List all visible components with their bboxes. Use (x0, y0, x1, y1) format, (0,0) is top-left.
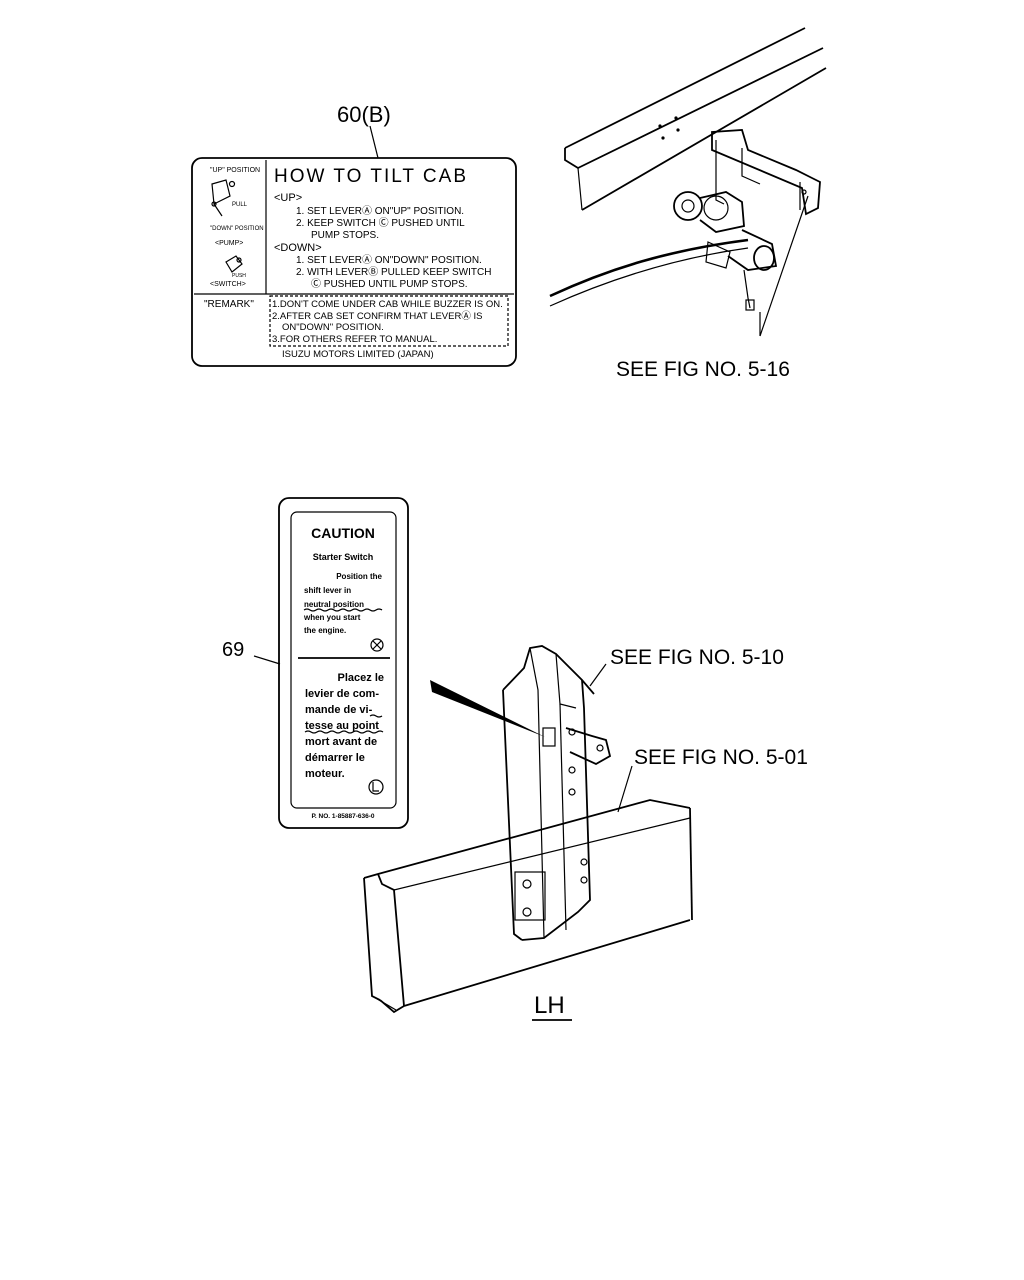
remark-heading: "REMARK" (204, 299, 254, 310)
caution-subtitle: Starter Switch (313, 552, 374, 562)
french-line-3: mande de vi- (305, 704, 373, 716)
callout-see-5-16: SEE FIG NO. 5-16 (616, 358, 790, 381)
side-label-lh: LH (534, 992, 565, 1019)
switch-icon (225, 255, 243, 273)
down-step-3: Ⓒ PUSHED UNTIL PUMP STOPS. (311, 278, 468, 290)
callout-69: 69 (222, 639, 244, 661)
down-position-text: "DOWN" POSITION (210, 226, 264, 232)
french-line-6: démarrer le (305, 752, 365, 764)
switch-text: <SWITCH> (210, 281, 246, 288)
french-line-1: Placez le (338, 672, 384, 684)
down-step-2: 2. WITH LEVERⒷ PULLED KEEP SWITCH (296, 266, 491, 278)
leader-60b (369, 125, 379, 159)
caution-title: CAUTION (311, 525, 375, 541)
caution-inner-border (290, 511, 397, 809)
leader-69 (253, 655, 281, 665)
callout-see-5-01: SEE FIG NO. 5-01 (634, 746, 808, 769)
remark-2: 2.AFTER CAB SET CONFIRM THAT LEVERⒶ IS (272, 311, 482, 322)
remark-1: 1.DON'T COME UNDER CAB WHILE BUZZER IS O… (272, 299, 503, 310)
down-heading: <DOWN> (274, 242, 322, 254)
remark-3: ON"DOWN" POSITION. (282, 322, 384, 333)
up-step-1: 1. SET LEVERⒶ ON"UP" POSITION. (296, 205, 464, 217)
down-step-1: 1. SET LEVERⒶ ON"DOWN" POSITION. (296, 254, 482, 266)
english-line-5: the engine. (304, 626, 346, 635)
up-position-text: "UP" POSITION (210, 167, 260, 174)
pillar-crossmember-drawing: SEE FIG NO. 5-10 SEE FIG NO. 5-01 LH (363, 645, 808, 1021)
up-heading: <UP> (274, 192, 302, 204)
english-line-4: when you start (303, 613, 361, 622)
callout-60b: 60(B) (337, 102, 391, 127)
english-line-2: shift lever in (304, 586, 351, 595)
english-line-1: Position the (336, 572, 382, 581)
french-line-5: mort avant de (305, 736, 377, 748)
circle-l-icon (368, 779, 384, 795)
english-line-3: neutral position (304, 600, 364, 609)
tilt-label-border (191, 157, 517, 367)
caution-part-no: P. NO. 1-85887-636-0 (311, 813, 374, 820)
french-line-7: moteur. (305, 768, 345, 780)
remark-4: 3.FOR OTHERS REFER TO MANUAL. (272, 334, 437, 345)
up-step-3: PUMP STOPS. (311, 230, 379, 241)
pump-assembly-drawing: SEE FIG NO. 5-16 (549, 27, 827, 381)
tilt-title: HOW TO TILT CAB (274, 166, 468, 187)
lever-icon (211, 179, 236, 217)
circle-x-icon (370, 638, 384, 652)
caution-outer-border (278, 497, 409, 829)
callout-see-5-10: SEE FIG NO. 5-10 (610, 646, 784, 669)
french-line-4: tesse au point (305, 720, 379, 732)
maker-text: ISUZU MOTORS LIMITED (JAPAN) (282, 349, 434, 360)
pull-text: PULL (232, 202, 248, 208)
pump-text: <PUMP> (215, 240, 243, 247)
remark-box (269, 295, 509, 347)
up-step-2: 2. KEEP SWITCH Ⓒ PUSHED UNTIL (296, 217, 465, 229)
push-text: PUSH (232, 273, 246, 279)
french-line-2: levier de com- (305, 688, 379, 700)
tilt-cab-label: 60(B) "UP" POSITION PULL "DOWN" POSITION… (191, 102, 517, 367)
caution-label: 69 CAUTION Starter Switch Position the s… (222, 497, 409, 829)
